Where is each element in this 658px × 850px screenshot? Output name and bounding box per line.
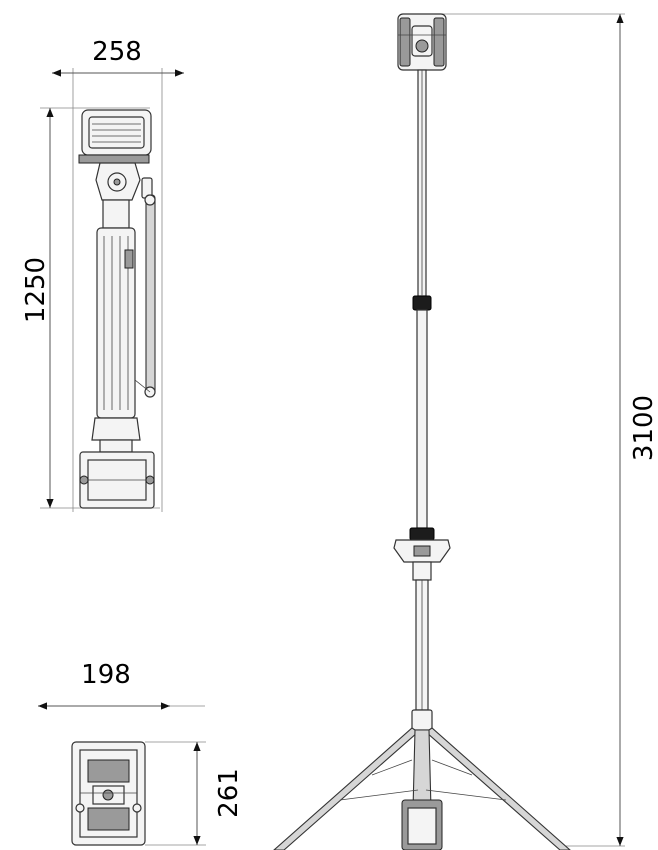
- collapsed-bracket: [95, 162, 153, 201]
- dimension-collapsed-height: 1250: [21, 257, 51, 323]
- footprint-view: 198 261: [38, 660, 244, 846]
- upper-mast: [412, 69, 432, 529]
- extended-view: 3100: [273, 13, 658, 850]
- tripod-legs: [273, 727, 571, 850]
- lower-mast: [411, 579, 433, 731]
- dimension-collapsed-width: 258: [92, 37, 142, 67]
- mast-clamp-upper: [412, 295, 432, 311]
- footprint-base: [71, 741, 146, 846]
- dimension-footprint-width: 198: [81, 660, 131, 690]
- extended-lamp-head: [397, 13, 447, 71]
- collapsed-lamp-head: [78, 109, 152, 164]
- dimension-extended-height: 3100: [629, 395, 658, 461]
- collapsed-base: [79, 451, 155, 509]
- collapsed-column: [91, 194, 156, 453]
- collapsed-view: 258 1250: [21, 37, 184, 512]
- dimension-footprint-depth: 261: [214, 768, 244, 818]
- middle-collar: [393, 527, 451, 581]
